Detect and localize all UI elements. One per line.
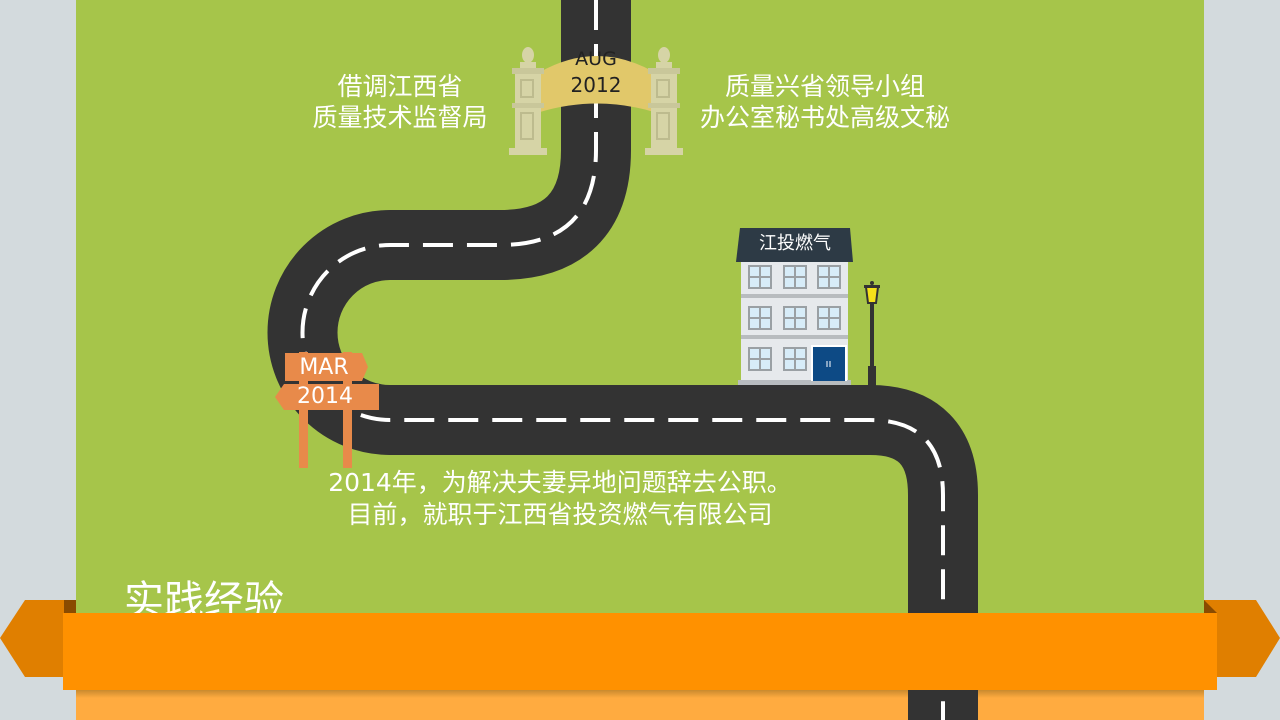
arch-month: AUG	[575, 48, 617, 70]
left-text-line-1: 借调江西省	[337, 72, 463, 101]
title-banner	[63, 613, 1217, 690]
arch-year: 2012	[570, 73, 622, 97]
right-text-line-2: 办公室秘书处高级文秘	[699, 103, 950, 132]
bottom-strip	[76, 690, 1204, 720]
right-text-line-1: 质量兴省领导小组	[724, 72, 925, 101]
bottom-text-line-2: 目前，就职于江西省投资燃气有限公司	[347, 500, 773, 529]
left-text-line-2: 质量技术监督局	[312, 103, 488, 132]
street-lamp	[864, 281, 880, 386]
bottom-text-line-1: 2014年，为解决夫妻异地问题辞去公职。	[328, 468, 792, 497]
right-pillar	[645, 47, 683, 155]
door	[813, 347, 845, 381]
slide	[76, 0, 1204, 720]
left-pillar	[509, 47, 547, 155]
road	[267, 0, 978, 720]
sign-year: 2014	[297, 384, 353, 409]
arch-gate	[509, 47, 683, 155]
signpost	[275, 352, 379, 468]
building-label: 江投燃气	[759, 233, 831, 254]
building	[736, 228, 853, 385]
sign-month: MAR	[299, 355, 349, 380]
